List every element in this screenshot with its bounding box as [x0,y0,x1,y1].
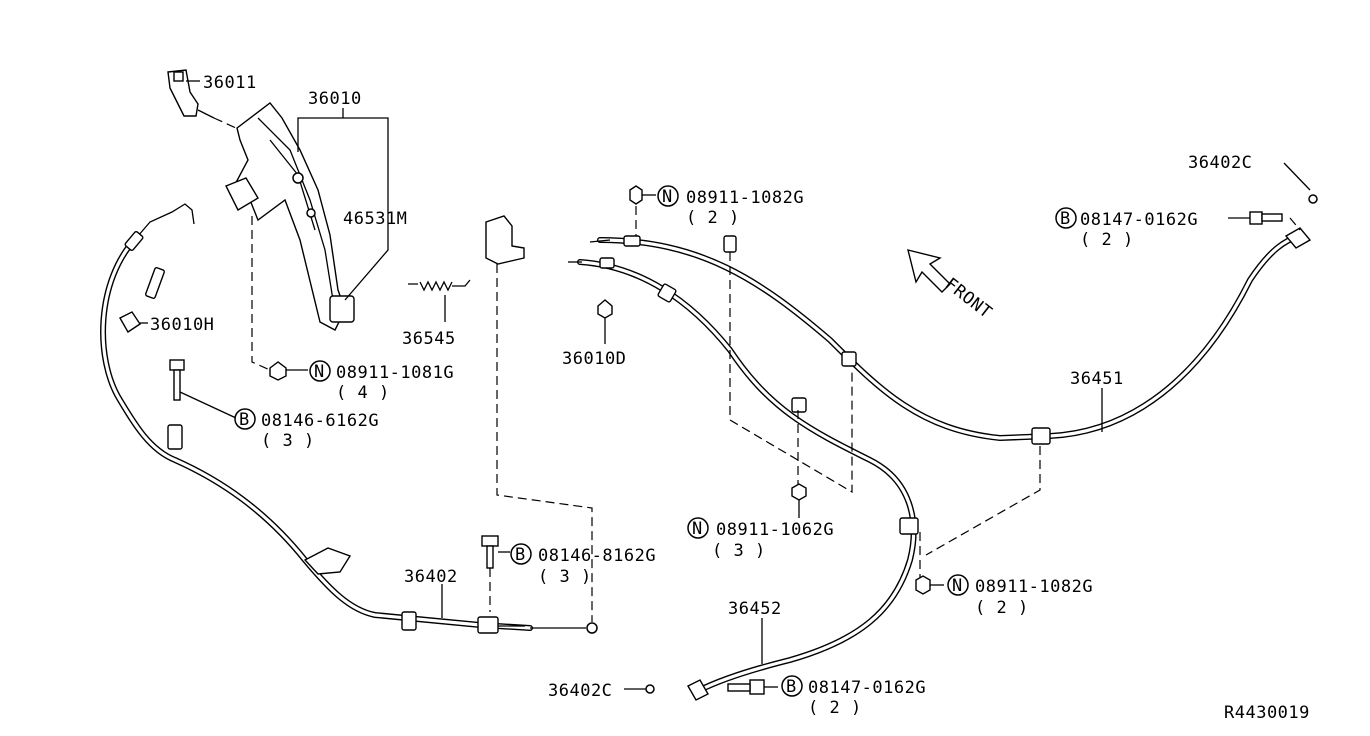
label-36451: 36451 [1070,369,1124,389]
callout-symbol: N [662,187,673,207]
callout-symbol: B [786,677,797,697]
cable-36451 [589,227,1312,445]
nut-08911-1082G-top [629,185,643,205]
nut-36010D [597,299,613,344]
callout-08146-8162G: B 08146-8162G ( 3 ) [510,543,656,587]
nut-08911-1081G [251,216,308,381]
callout-code: 08147-0162G [808,678,926,698]
callout-08911-1062G: N 08911-1062G ( 3 ) [687,517,834,561]
callout-qty: ( 2 ) [975,598,1029,618]
bolt-08147-0162G-bottom [727,679,778,695]
callout-qty: ( 2 ) [686,208,740,228]
pedal-assembly [225,102,355,331]
callout-code: 08911-1081G [336,363,454,383]
callout-code: 08146-8162G [538,546,656,566]
callout-qty: ( 3 ) [538,567,592,587]
cable-36452 [568,257,919,701]
front-arrow [907,249,951,293]
front-label: FRONT [941,274,996,323]
label-36011: 36011 [203,73,257,93]
clip-36010H [119,267,165,333]
callout-symbol: N [692,519,703,539]
bracket-36011 [167,69,237,129]
nut-08911-1062G [791,483,807,501]
callout-08147-0162G-top: B 08147-0162G ( 2 ) [1055,207,1198,250]
callout-08146-6162G: B 08146-6162G ( 3 ) [234,408,379,451]
callout-08911-1082G-bottom: N 08911-1082G ( 2 ) [947,574,1093,618]
callout-code: 08911-1082G [686,188,804,208]
callout-symbol: B [239,410,250,430]
callout-08911-1081G: N 08911-1081G ( 4 ) [309,360,454,403]
label-36452: 36452 [728,599,782,619]
label-46531M: 46531M [343,209,407,229]
callout-qty: ( 2 ) [1080,230,1134,250]
dash-rear-6 [1289,217,1301,231]
callout-code: 08911-1082G [975,577,1093,597]
label-36010H: 36010H [150,315,214,335]
nut-36402C-top [1283,162,1318,204]
nut-36402C-bottom [645,684,655,694]
label-36402C-bottom: 36402C [548,681,612,701]
nut-08911-1082G-bottom [915,575,931,595]
callout-code: 08911-1062G [716,520,834,540]
callout-code: 08146-6162G [261,411,379,431]
label-36010: 36010 [308,89,362,109]
callout-symbol: N [952,576,963,596]
callout-symbol: N [314,362,325,382]
callout-symbol: B [515,545,526,565]
bolt-08147-0162G-top [1228,211,1283,225]
bracket-36010D-upper [485,215,593,622]
dash-rear-3 [925,446,1041,556]
label-36010D: 36010D [562,349,626,369]
bolt-08146-6162G [169,359,237,419]
cable-36402 [100,203,598,634]
callout-qty: ( 4 ) [336,383,390,403]
bracket-line-36010 [297,117,389,301]
dash-rear-1 [729,252,853,494]
bolt-08146-8162G [481,535,510,612]
callout-qty: ( 3 ) [712,541,766,561]
label-36402C-top: 36402C [1188,153,1252,173]
label-36545: 36545 [402,329,456,349]
spring-36545 [408,279,471,322]
callout-qty: ( 2 ) [808,698,862,718]
diagram-id: R4430019 [1224,703,1310,723]
callout-qty: ( 3 ) [261,431,315,451]
callout-symbol: B [1060,209,1071,229]
callout-08911-1082G-top: N 08911-1082G ( 2 ) [657,185,804,228]
callout-code: 08147-0162G [1080,210,1198,230]
label-36402: 36402 [404,567,458,587]
callout-08147-0162G-bottom: B 08147-0162G ( 2 ) [781,675,926,718]
